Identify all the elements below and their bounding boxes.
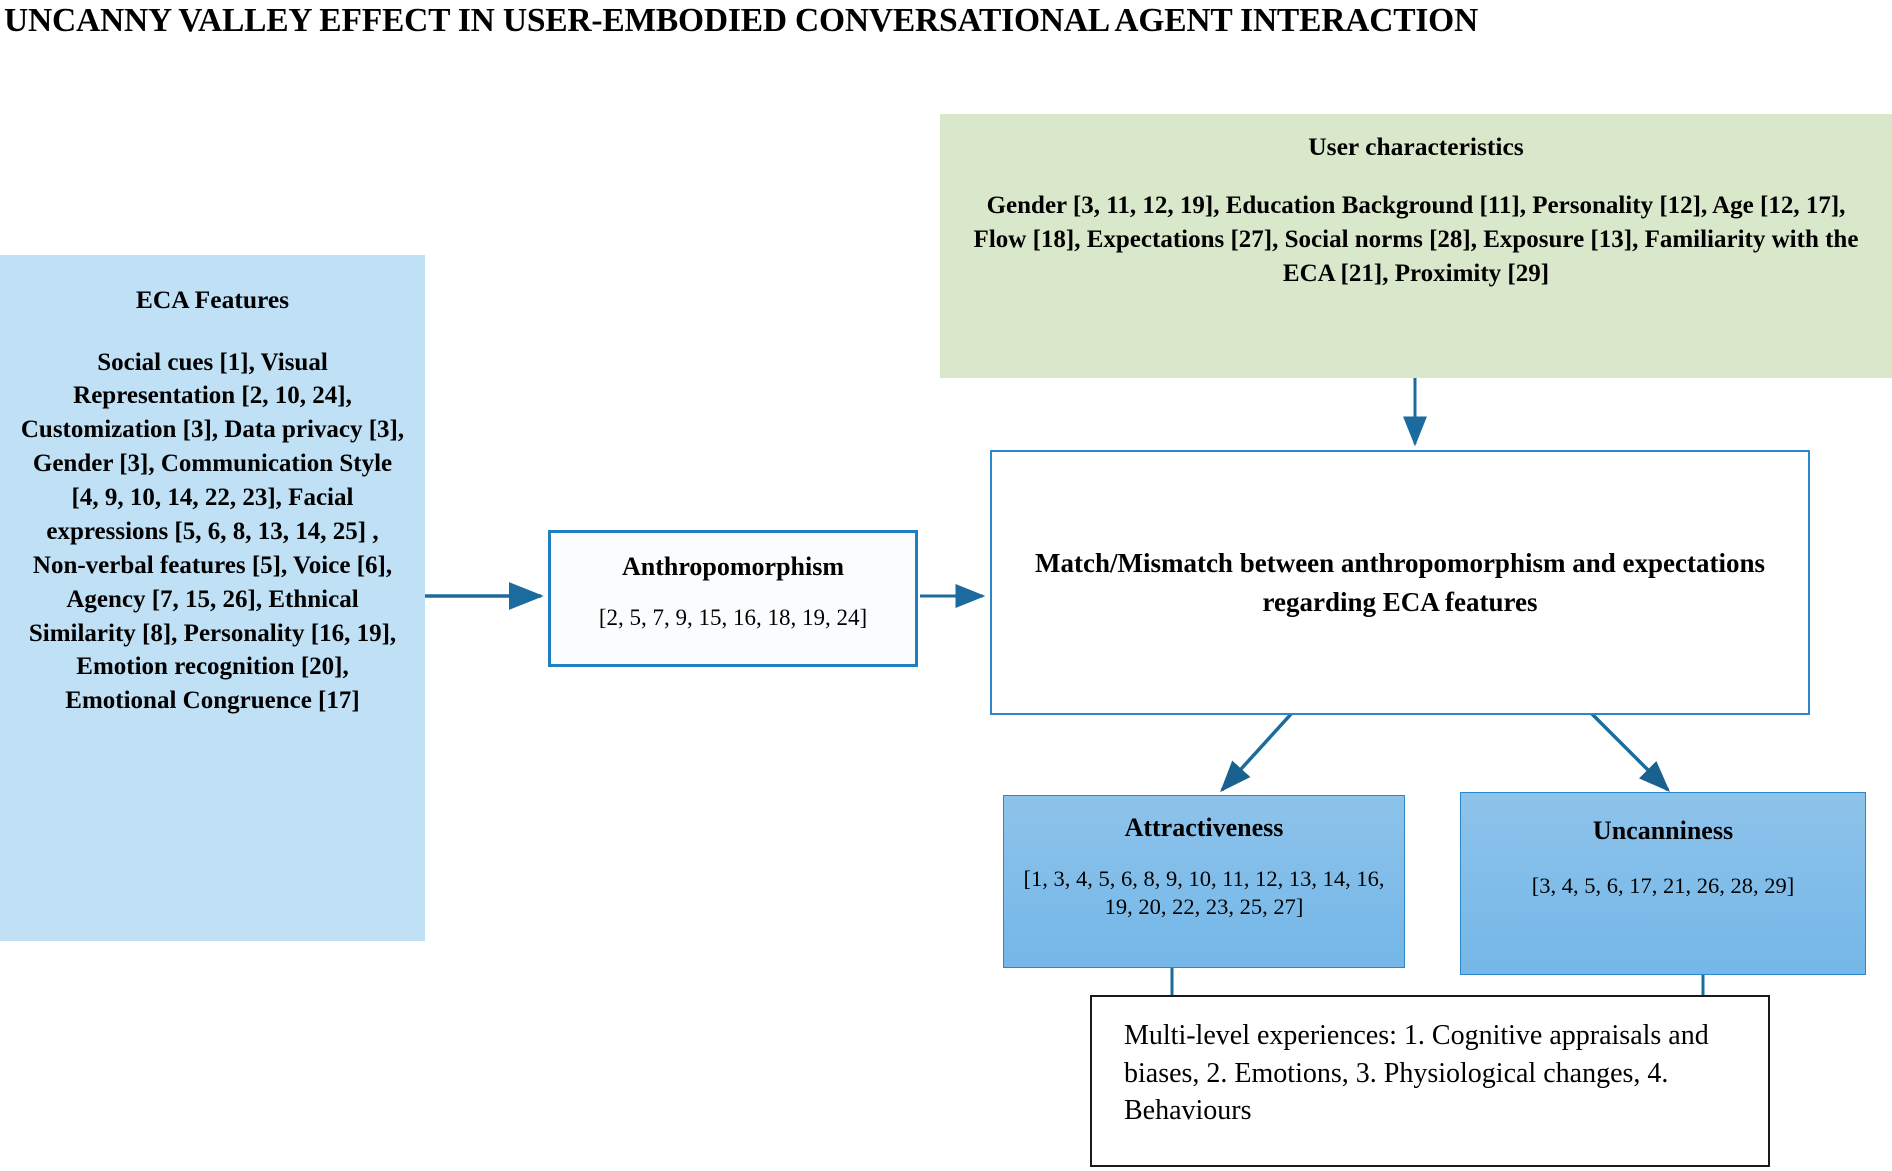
node-attractiveness[interactable]: Attractiveness [1, 3, 4, 5, 6, 8, 9, 10,… xyxy=(1003,795,1405,968)
node-match-mismatch[interactable]: Match/Mismatch between anthropomorphism … xyxy=(990,450,1810,715)
page-title: UNCANNY VALLEY EFFECT IN USER-EMBODIED C… xyxy=(4,2,1479,39)
match-mismatch-title: Match/Mismatch between anthropomorphism … xyxy=(1035,548,1765,617)
uncanniness-refs: [3, 4, 5, 6, 17, 21, 26, 28, 29] xyxy=(1531,873,1795,899)
anthropomorphism-refs: [2, 5, 7, 9, 15, 16, 18, 19, 24] xyxy=(598,605,868,631)
attractiveness-refs: [1, 3, 4, 5, 6, 8, 9, 10, 11, 12, 13, 14… xyxy=(1023,866,1385,920)
user-characteristics-body: Gender [3, 11, 12, 19], Education Backgr… xyxy=(973,191,1859,287)
node-multi-level-experiences[interactable]: Multi-level experiences: 1. Cognitive ap… xyxy=(1090,995,1770,1167)
node-uncanniness[interactable]: Uncanniness [3, 4, 5, 6, 17, 21, 26, 28,… xyxy=(1460,792,1866,975)
connector-match-to-uncanniness xyxy=(1589,711,1670,792)
eca-features-title: ECA Features xyxy=(135,285,290,314)
attractiveness-title: Attractiveness xyxy=(1124,813,1284,842)
node-user-characteristics[interactable]: User characteristics Gender [3, 11, 12, … xyxy=(940,114,1892,378)
anthropomorphism-title: Anthropomorphism xyxy=(621,552,844,581)
multi-level-experiences-body: Multi-level experiences: 1. Cognitive ap… xyxy=(1124,1020,1709,1127)
node-anthropomorphism[interactable]: Anthropomorphism [2, 5, 7, 9, 15, 16, 18… xyxy=(548,530,918,667)
node-eca-features[interactable]: ECA Features Social cues [1], Visual Rep… xyxy=(0,255,425,941)
connector-match-to-attractiveness xyxy=(1220,711,1294,793)
user-characteristics-title: User characteristics xyxy=(1308,132,1524,161)
uncanniness-title: Uncanniness xyxy=(1592,816,1734,845)
eca-features-body: Social cues [1], Visual Representation [… xyxy=(20,348,405,715)
